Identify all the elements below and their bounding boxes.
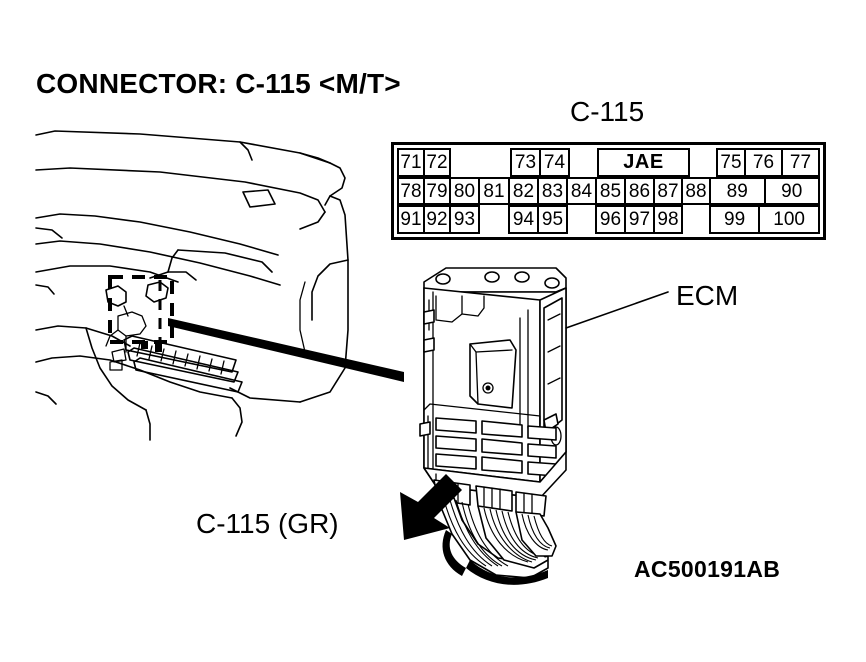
- pin-cell: 78: [397, 176, 425, 206]
- pin-cell: 94: [508, 205, 539, 235]
- pin-grid: 71 72 73 74 JAE 75 76 77 78 79 80 81 82 …: [397, 148, 820, 235]
- pin-cell: 77: [781, 148, 820, 177]
- connector-pin-table: 71 72 73 74 JAE 75 76 77 78 79 80 81 82 …: [391, 142, 826, 240]
- connector-heading: C-115: [570, 96, 645, 127]
- manufacturer-mark-cell: JAE: [597, 148, 690, 177]
- pin-cell: 91: [397, 205, 425, 235]
- pin-row-1: 71 72 73 74 JAE 75 76 77: [397, 148, 820, 177]
- page-title: CONNECTOR: C-115 <M/T>: [36, 68, 401, 99]
- pin-cell: 73: [510, 148, 541, 177]
- pin-cell: 92: [423, 205, 451, 235]
- ecm-location-highlight-box: [108, 275, 174, 344]
- pin-cell: 96: [595, 205, 626, 235]
- connector-callout-arrow: [400, 474, 462, 540]
- ecm-cooling-fins: [419, 415, 557, 477]
- ecm-label: ECM: [676, 280, 739, 311]
- pin-cell: 93: [449, 205, 480, 235]
- wiring-harness: [437, 497, 557, 585]
- pin-cell: 72: [423, 148, 451, 177]
- pin-cell: 86: [624, 176, 655, 206]
- pin-row-2: 78 79 80 81 82 83 84 85 86 87 88 89 90: [397, 176, 820, 206]
- ecm-leader-line: [565, 291, 669, 329]
- pin-cell: 95: [537, 205, 568, 235]
- pin-cell: 82: [508, 176, 539, 206]
- pin-cell: 83: [537, 176, 568, 206]
- pin-cell-blank: [681, 205, 711, 234]
- figure-reference-code: AC500191AB: [634, 556, 781, 582]
- pin-row-3: 91 92 93 94 95 96 97 98 99 100: [397, 205, 820, 235]
- pin-cell: 71: [397, 148, 425, 177]
- pin-cell-blank: [449, 148, 512, 177]
- pin-cell: 88: [681, 176, 711, 206]
- pin-cell: 87: [653, 176, 683, 206]
- dashboard-illustration: [35, 130, 404, 441]
- pin-cell: 81: [478, 176, 510, 206]
- pin-cell: 85: [595, 176, 626, 206]
- harness-connector-label: C-115 (GR): [196, 508, 339, 539]
- pin-cell-blank: [566, 205, 597, 234]
- pin-cell: 74: [539, 148, 570, 177]
- pin-cell: 79: [423, 176, 451, 206]
- pin-cell: 97: [624, 205, 655, 235]
- pin-cell-blank: [688, 148, 718, 177]
- location-pointer-wedge: [168, 318, 404, 382]
- ecm-module-illustration: [419, 267, 567, 517]
- pin-cell: 84: [566, 176, 597, 206]
- pin-cell: 80: [449, 176, 480, 206]
- pin-cell: 99: [709, 205, 761, 235]
- pin-cell: 76: [744, 148, 783, 177]
- pin-cell: 75: [716, 148, 746, 177]
- pin-cell: 100: [758, 205, 820, 235]
- pin-cell-blank: [568, 148, 599, 177]
- pin-cell: 89: [709, 176, 766, 206]
- pin-cell: 98: [653, 205, 683, 235]
- pin-cell: 90: [763, 176, 820, 206]
- pin-cell-blank: [478, 205, 510, 234]
